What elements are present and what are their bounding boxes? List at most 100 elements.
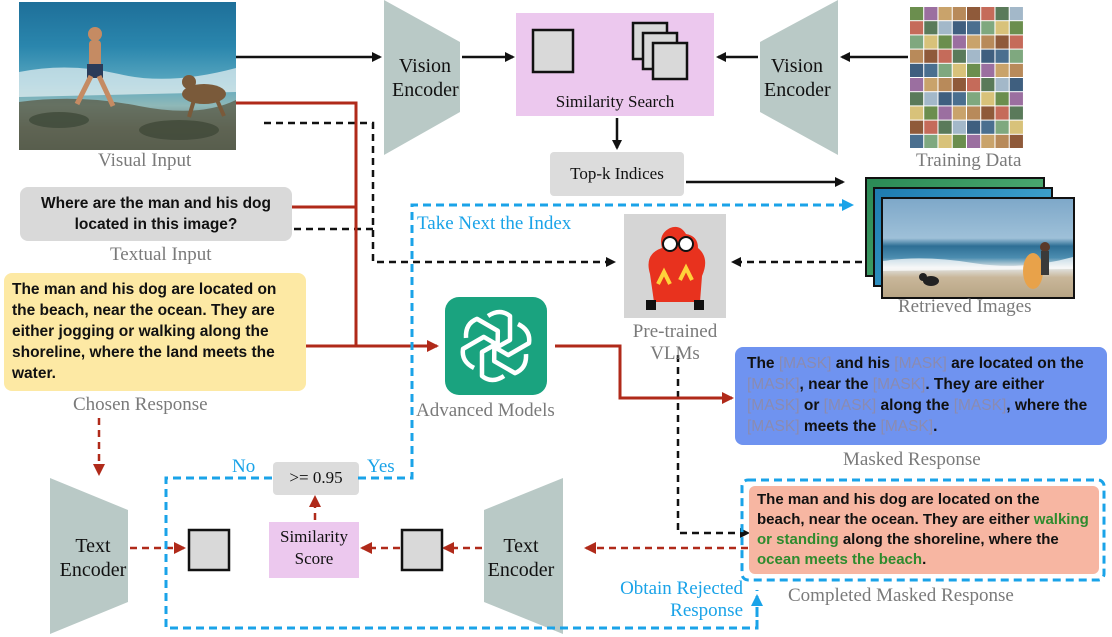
training-thumbnail (1009, 106, 1023, 120)
take-next-index-label: Take Next the Index (417, 213, 572, 234)
vision-encoder-left-label: Vision Encoder (392, 55, 459, 101)
training-thumbnail (967, 106, 981, 120)
masked-response-label: Masked Response (843, 449, 981, 470)
training-thumbnail (1009, 63, 1023, 77)
question-box: Where are the man and his dog located in… (20, 187, 292, 241)
masked-text-1: The (747, 355, 779, 372)
training-thumbnail (981, 120, 995, 134)
training-thumbnail (981, 92, 995, 106)
training-thumbnail (995, 21, 1009, 35)
retrieved-images-label: Retrieved Images (898, 296, 1032, 317)
training-thumbnail (924, 63, 938, 77)
masked-text-7: along the (876, 397, 954, 414)
training-thumbnail (1009, 92, 1023, 106)
masked-response-box: The [MASK] and his [MASK] are located on… (735, 347, 1107, 445)
masked-text-2: and his (831, 355, 895, 372)
training-thumbnail (938, 49, 952, 63)
training-thumbnail (1009, 7, 1023, 21)
training-thumbnail (1009, 21, 1023, 35)
training-thumbnail (910, 49, 924, 63)
mask-token: [MASK] (778, 355, 832, 372)
training-thumbnail (995, 134, 1009, 148)
training-thumbnail (967, 78, 981, 92)
training-thumbnail (967, 21, 981, 35)
training-thumbnail (910, 106, 924, 120)
vision-encoder-right-label: Vision Encoder (764, 55, 831, 101)
mask-token: [MASK] (872, 376, 926, 393)
retrieved-image-front (881, 197, 1075, 299)
advanced-models-label: Advanced Models (416, 400, 555, 421)
training-thumbnail (924, 49, 938, 63)
training-thumbnail (952, 134, 966, 148)
training-thumbnail (967, 134, 981, 148)
text-encoder-shape-left (50, 478, 128, 634)
training-thumbnail (995, 7, 1009, 21)
training-thumbnail (981, 49, 995, 63)
training-thumbnail (995, 78, 1009, 92)
training-thumbnail (924, 78, 938, 92)
training-thumbnail (938, 21, 952, 35)
training-thumbnail (952, 49, 966, 63)
training-thumbnail (1009, 78, 1023, 92)
training-thumbnail (981, 63, 995, 77)
training-thumbnail (924, 7, 938, 21)
masked-text-5: . They are either (925, 376, 1045, 393)
chosen-response-text: The man and his dog are located on the b… (12, 281, 277, 382)
training-thumbnail (967, 35, 981, 49)
training-thumbnail (910, 7, 924, 21)
training-thumbnail (981, 78, 995, 92)
completed-text-3: . (922, 551, 927, 568)
training-thumbnail (967, 120, 981, 134)
training-thumbnail (910, 21, 924, 35)
obtain-rejected-label: Obtain Rejected Response (620, 578, 743, 621)
topk-indices-box: Top-k Indices (550, 152, 684, 196)
textual-input-label: Textual Input (110, 244, 212, 265)
training-thumbnail (952, 35, 966, 49)
training-thumbnail (924, 92, 938, 106)
completed-green-1: walking or standing (757, 511, 1089, 548)
training-thumbnail (938, 78, 952, 92)
question-text: Where are the man and his dog located in… (41, 195, 271, 233)
threshold-box (273, 462, 359, 495)
training-thumbnail (938, 106, 952, 120)
training-thumbnail (938, 63, 952, 77)
masked-text-8: , where the (1006, 397, 1088, 414)
chosen-response-label: Chosen Response (73, 394, 208, 415)
text-embedding-right (400, 528, 444, 572)
no-label: No (232, 456, 256, 477)
masked-text-6: or (799, 397, 824, 414)
masked-text-10: . (933, 418, 938, 435)
training-thumbnail (952, 78, 966, 92)
training-thumbnail (924, 35, 938, 49)
training-thumbnail (938, 7, 952, 21)
training-thumbnail (995, 120, 1009, 134)
completed-response-frame (740, 478, 1106, 582)
training-thumbnail (938, 120, 952, 134)
mask-token: [MASK] (894, 355, 947, 372)
training-thumbnail (910, 78, 924, 92)
training-thumbnail (995, 92, 1009, 106)
openai-icon (445, 309, 547, 395)
mask-token: [MASK] (747, 418, 800, 435)
training-thumbnail (910, 120, 924, 134)
training-thumbnail (910, 63, 924, 77)
training-thumbnail (967, 49, 981, 63)
completed-text-1: The man and his dog are located on the b… (757, 491, 1040, 528)
chosen-response-box: The man and his dog are located on the b… (4, 273, 306, 391)
advanced-models-logo (445, 297, 547, 395)
training-thumbnail (924, 21, 938, 35)
text-embedding-left (187, 528, 231, 572)
topk-indices-label: Top-k Indices (570, 164, 664, 183)
masked-text-3: are located on the (946, 355, 1084, 372)
training-thumbnail (952, 21, 966, 35)
training-thumbnail (967, 7, 981, 21)
training-thumbnail (910, 35, 924, 49)
mask-token: [MASK] (823, 397, 877, 414)
training-thumbnail (952, 63, 966, 77)
training-data-mosaic (910, 7, 1024, 149)
index-stack-front (651, 41, 689, 81)
training-thumbnail (938, 35, 952, 49)
training-thumbnail (924, 134, 938, 148)
masked-text-4: , near the (799, 376, 873, 393)
